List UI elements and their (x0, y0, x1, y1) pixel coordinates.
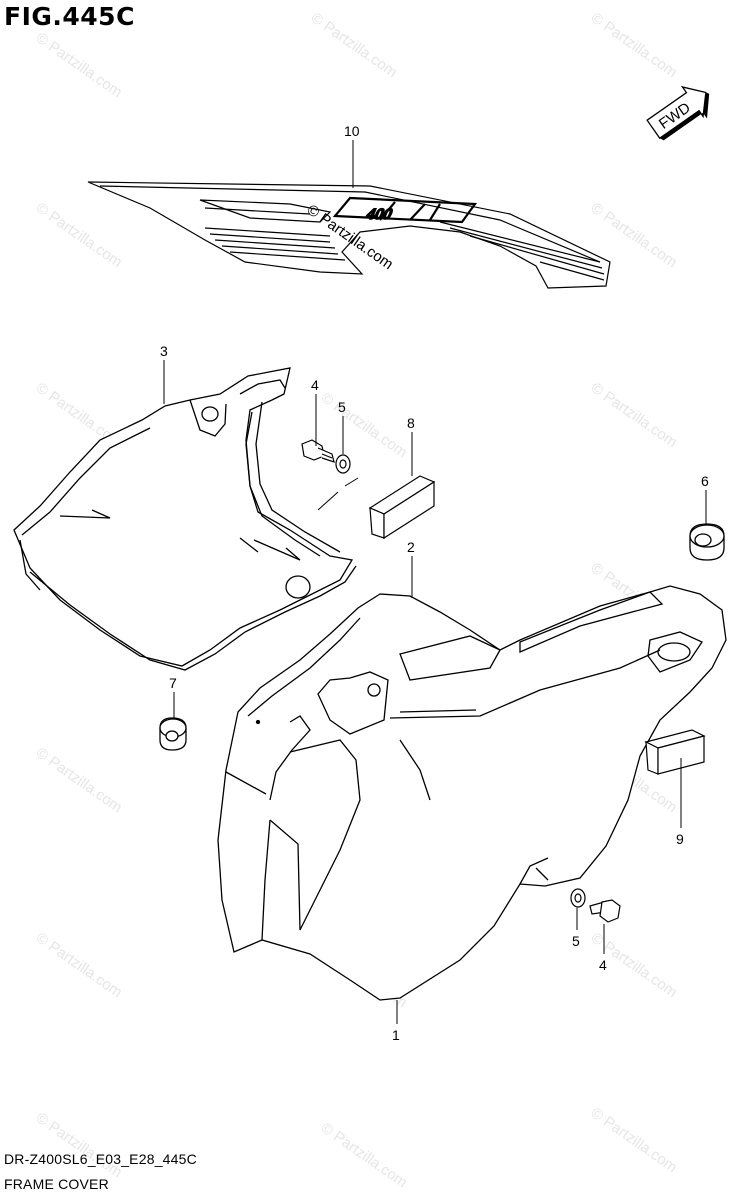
part-10-decal (87, 181, 611, 289)
part-9-pad (644, 729, 706, 775)
callout-10[interactable]: 10 (344, 123, 360, 139)
callout-6[interactable]: 6 (701, 473, 709, 489)
watermark: © Partzilla.com (588, 9, 681, 81)
callout-5a[interactable]: 5 (338, 399, 346, 415)
callout-1[interactable]: 1 (392, 1027, 400, 1043)
watermark: © Partzilla.com (318, 1119, 411, 1191)
callout-3[interactable]: 3 (160, 343, 168, 359)
callout-4b[interactable]: 4 (599, 957, 607, 973)
part-3-side-cover (13, 367, 357, 671)
part-6-grommet (689, 523, 725, 561)
fwd-arrow-icon: FWD (646, 85, 710, 141)
part-5-washer-upper (335, 454, 351, 474)
part-2-frame-cover (217, 585, 727, 1001)
callout-labels: 10 3 4 5 8 6 2 7 9 5 4 1 (160, 123, 709, 1043)
fastener-leader-lines (317, 477, 359, 511)
watermark: © Partzilla.com (308, 9, 401, 81)
watermark: © Partzilla.com (33, 1109, 126, 1181)
callout-5b[interactable]: 5 (572, 933, 580, 949)
watermark: © Partzilla.com (588, 379, 681, 451)
figure-name: FRAME COVER (4, 1176, 109, 1192)
part-4-bolt-upper (301, 439, 335, 463)
part-4-bolt-lower (589, 899, 621, 923)
watermark: © Partzilla.com (33, 744, 126, 816)
part-7-grommet (159, 717, 187, 751)
callout-4a[interactable]: 4 (311, 377, 319, 393)
decal-model-text: 400 (363, 207, 395, 223)
callout-leaders (163, 140, 707, 1024)
watermark: © Partzilla.com (588, 1104, 681, 1176)
callout-7[interactable]: 7 (169, 675, 177, 691)
callout-9[interactable]: 9 (676, 831, 684, 847)
callout-8[interactable]: 8 (407, 415, 415, 431)
watermark: © Partzilla.com (33, 929, 126, 1001)
watermark: © Partzilla.com (318, 389, 411, 461)
part-5-washer-lower (570, 888, 586, 908)
callout-2[interactable]: 2 (407, 539, 415, 555)
figure-title: FIG.445C (4, 2, 135, 31)
watermark: © Partzilla.com (33, 199, 126, 271)
part-8-pad (368, 475, 436, 540)
watermark: © Partzilla.com (33, 29, 126, 101)
model-code: DR-Z400SL6_E03_E28_445C (4, 1151, 197, 1167)
